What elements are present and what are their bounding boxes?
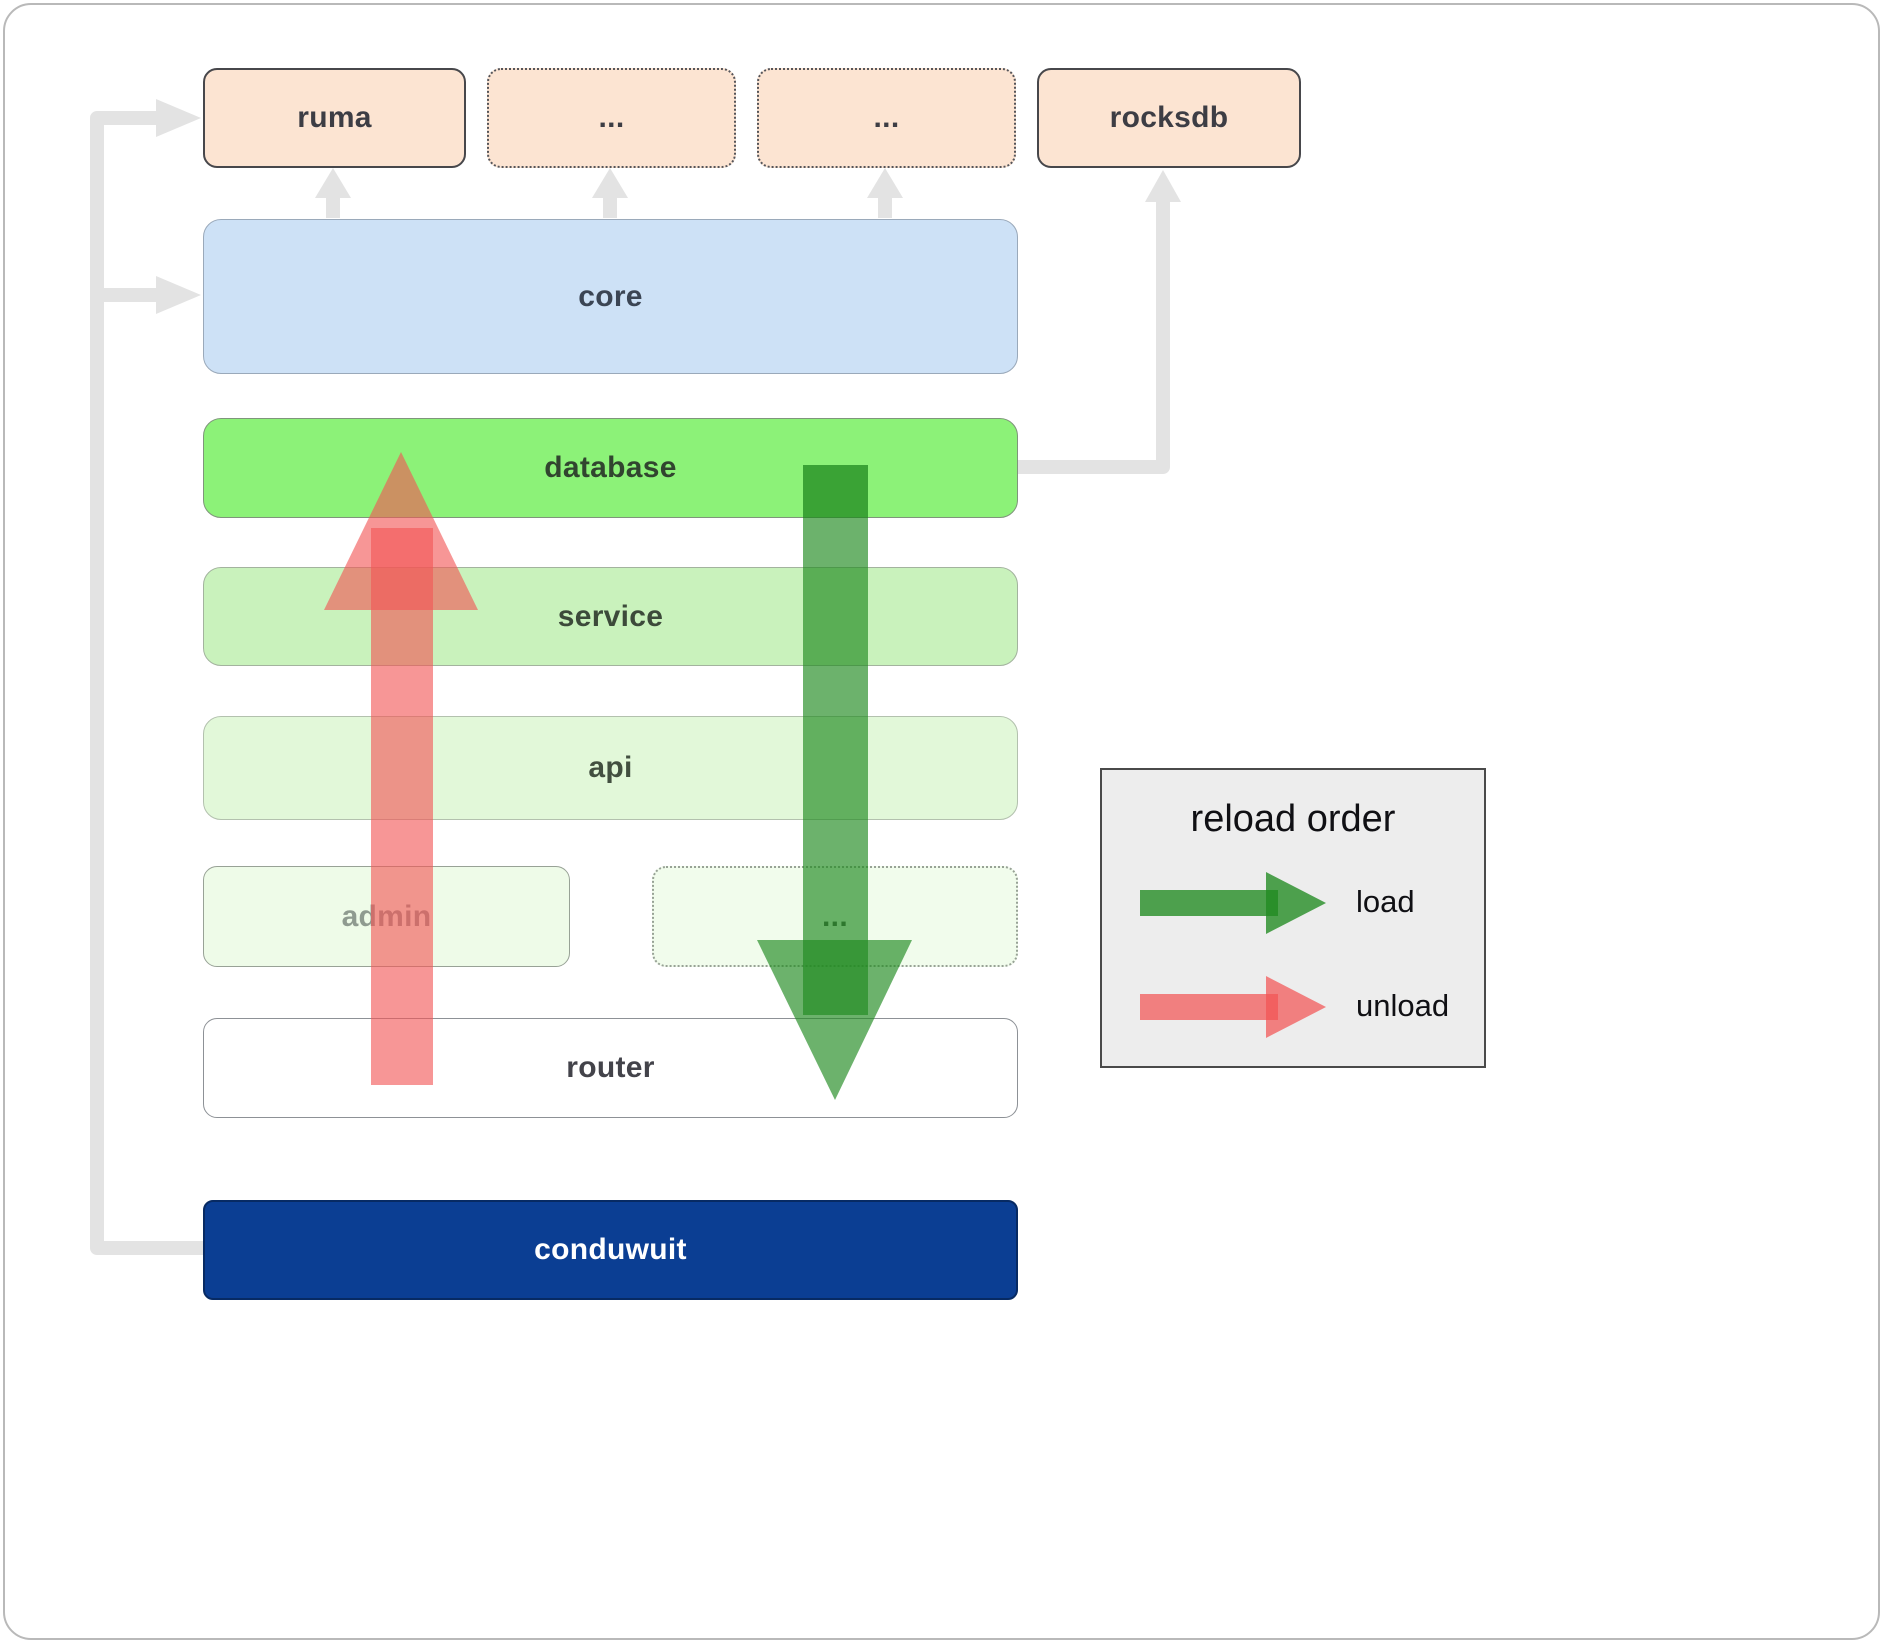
layer-ellipsis: ... (652, 866, 1018, 967)
module-ellipsis-1-label: ... (598, 101, 625, 134)
load-arrow-icon (1140, 872, 1326, 934)
layer-service-label: service (557, 599, 664, 633)
layer-api: api (203, 716, 1018, 820)
layer-database-label: database (544, 451, 677, 484)
module-ellipsis-2-label: ... (873, 101, 900, 134)
layer-service: service (203, 567, 1018, 666)
module-ruma-label: ruma (297, 101, 372, 134)
layer-admin: admin (203, 866, 570, 967)
layer-core-label: core (578, 279, 643, 313)
unload-arrow-icon (1140, 976, 1326, 1038)
legend-unload-label: unload (1356, 988, 1450, 1023)
legend-row-unload: unload (1138, 963, 1484, 1049)
module-rocksdb: rocksdb (1037, 68, 1301, 168)
layer-admin-label: admin (341, 899, 432, 933)
module-ellipsis-1: ... (487, 68, 736, 168)
legend-title: reload order (1190, 798, 1396, 840)
diagram-outer-frame (3, 3, 1880, 1640)
layer-router: router (203, 1018, 1018, 1118)
layer-router-label: router (566, 1051, 655, 1084)
layer-database: database (203, 418, 1018, 518)
legend-load-label: load (1356, 884, 1415, 919)
module-rocksdb-label: rocksdb (1109, 101, 1229, 134)
layer-core: core (203, 219, 1018, 374)
layer-api-label: api (588, 751, 633, 784)
layer-conduwuit: conduwuit (203, 1200, 1018, 1300)
module-ellipsis-2: ... (757, 68, 1016, 168)
layer-conduwuit-label: conduwuit (534, 1233, 687, 1266)
legend-row-load: load (1138, 859, 1484, 945)
module-ruma: ruma (203, 68, 466, 168)
layer-ellipsis-label: ... (822, 899, 848, 933)
legend-panel: reload order load unload (1100, 768, 1486, 1068)
